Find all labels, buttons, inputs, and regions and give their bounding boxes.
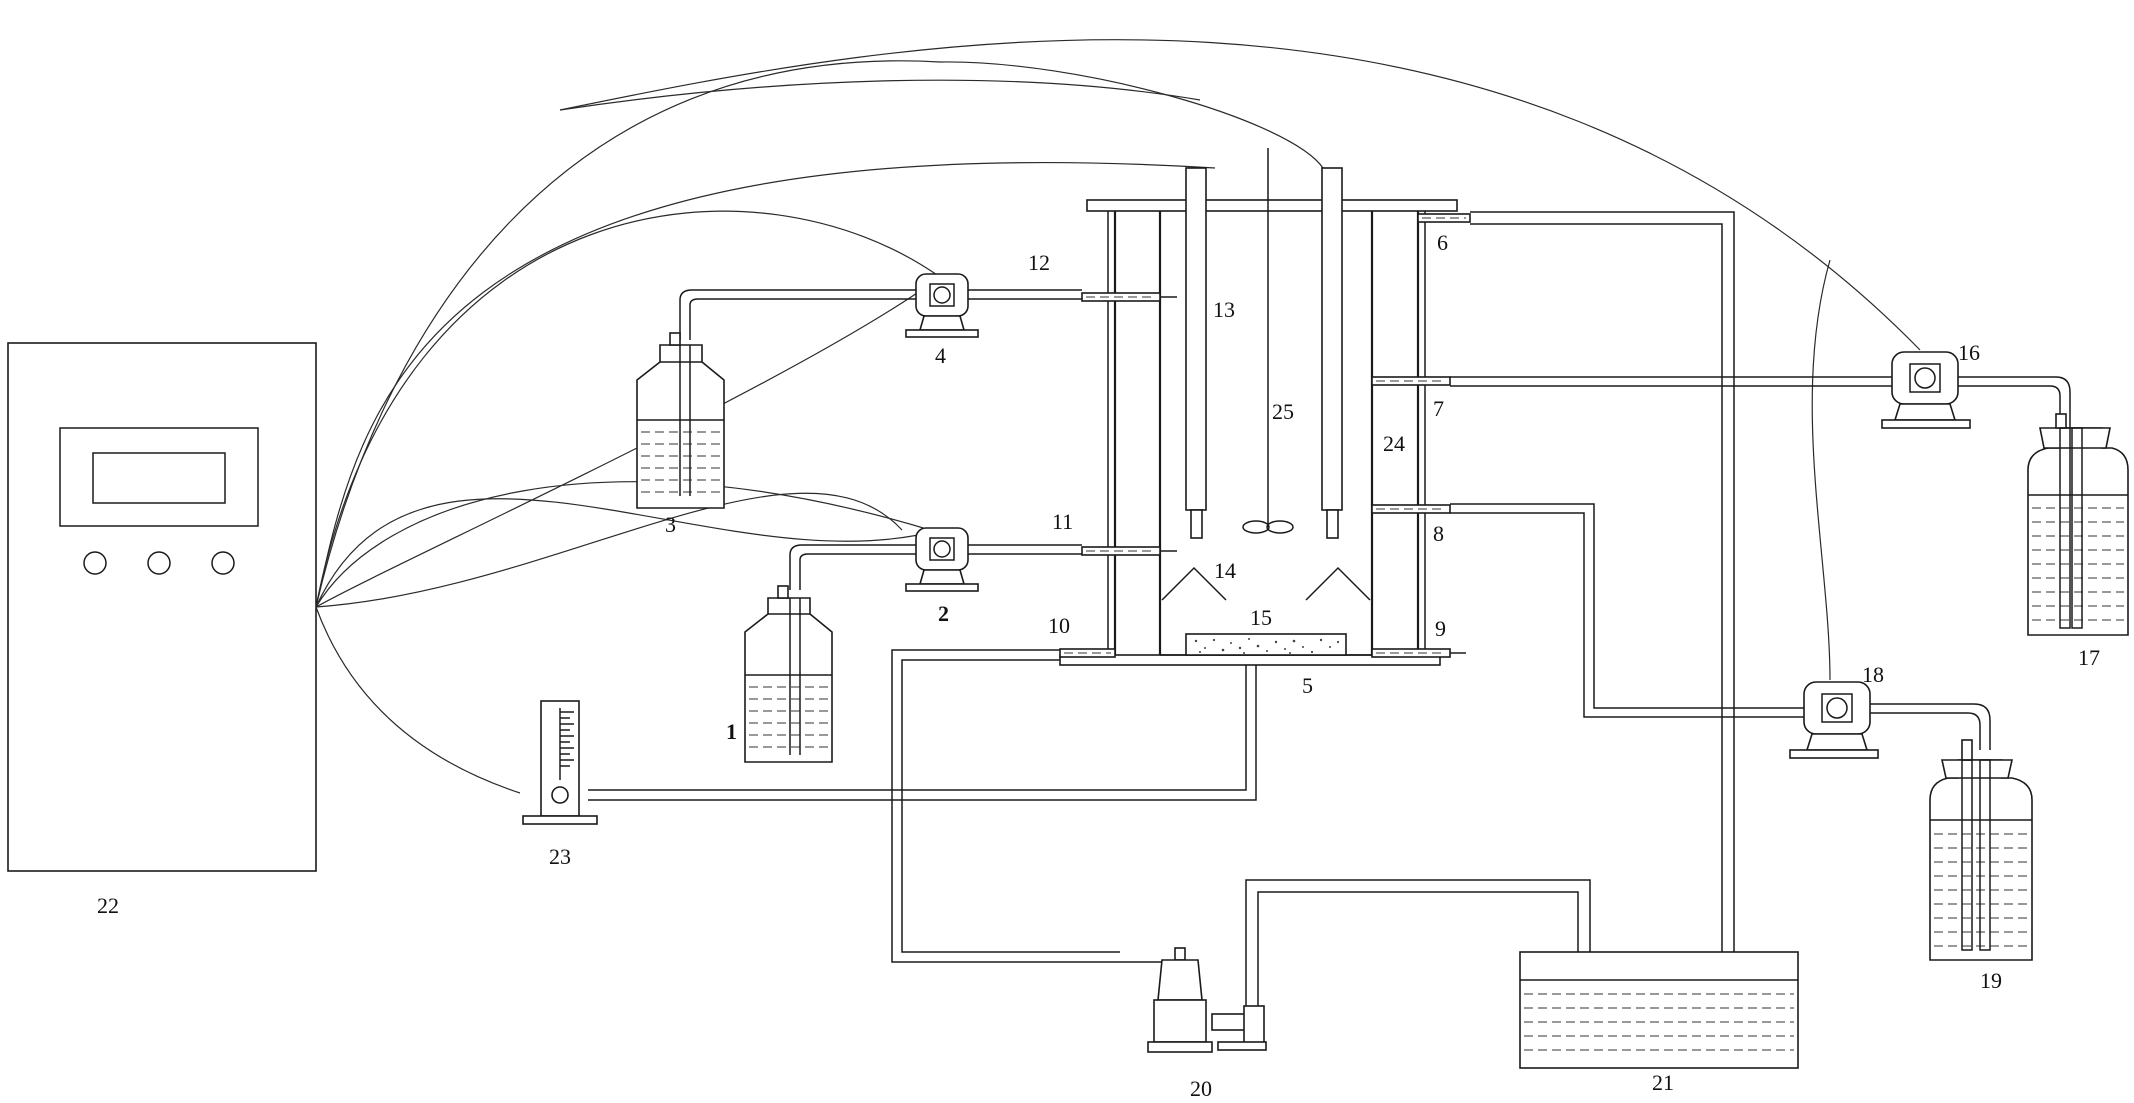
port-7 (1371, 376, 1451, 386)
label-9: 9 (1435, 616, 1446, 641)
port-12 (1081, 292, 1177, 302)
baffles (1161, 566, 1371, 601)
label-8: 8 (1433, 521, 1444, 546)
bottle-17-liquid (2032, 507, 2124, 621)
label-16: 16 (1958, 340, 1980, 365)
label-7: 7 (1433, 396, 1444, 421)
label-2: 2 (938, 601, 949, 626)
label-19: 19 (1980, 968, 2002, 993)
water-tank (1519, 951, 1799, 1069)
port-11 (1081, 546, 1177, 556)
electrode-right (1321, 167, 1343, 539)
peristaltic-pump-4 (905, 273, 979, 338)
label-1: 1 (726, 719, 737, 744)
display-bezel (59, 427, 259, 527)
label-24: 24 (1383, 431, 1405, 456)
control-knob[interactable] (211, 551, 235, 575)
label-25: 25 (1272, 399, 1294, 424)
port-8 (1371, 504, 1451, 514)
tank-liquid (1524, 993, 1794, 1051)
peristaltic-pump-2 (905, 527, 979, 592)
control-wires (315, 39, 1921, 794)
label-18: 18 (1862, 662, 1884, 687)
label-6: 6 (1437, 230, 1448, 255)
label-10: 10 (1048, 613, 1070, 638)
label-17: 17 (2078, 645, 2100, 670)
port-9 (1371, 648, 1466, 658)
reagent-bottle-1 (744, 585, 833, 763)
label-15: 15 (1250, 605, 1272, 630)
label-11: 11 (1052, 509, 1073, 534)
label-21: 21 (1652, 1070, 1674, 1095)
label-22: 22 (97, 893, 119, 918)
flowmeter (522, 700, 598, 825)
submersible-pump (1147, 947, 1267, 1053)
reactor-vessel (1059, 199, 1458, 666)
label-14: 14 (1214, 558, 1236, 583)
reagent-bottle-3 (636, 332, 725, 509)
carrier-bed (1185, 633, 1347, 656)
electrode-13 (1185, 167, 1207, 539)
label-4: 4 (935, 343, 946, 368)
label-23: 23 (549, 844, 571, 869)
label-20: 20 (1190, 1076, 1212, 1101)
collection-bottle-19 (1929, 739, 2033, 961)
collection-bottle-17 (2027, 413, 2129, 636)
control-cabinet (7, 342, 317, 872)
control-knob[interactable] (83, 551, 107, 575)
label-12: 12 (1028, 250, 1050, 275)
display-screen (92, 452, 226, 504)
label-13: 13 (1213, 297, 1235, 322)
peristaltic-pump-16 (1881, 351, 1971, 429)
control-knob[interactable] (147, 551, 171, 575)
label-3: 3 (665, 512, 676, 537)
port-10 (1059, 648, 1116, 658)
stirrer (1242, 148, 1294, 534)
label-5: 5 (1302, 673, 1313, 698)
callout-labels: 1 2 3 4 5 6 7 8 9 10 11 12 13 14 15 16 1… (97, 230, 2100, 1101)
bottle-19-liquid (1934, 833, 2028, 947)
port-6 (1417, 213, 1471, 223)
peristaltic-pump-18 (1789, 681, 1879, 759)
